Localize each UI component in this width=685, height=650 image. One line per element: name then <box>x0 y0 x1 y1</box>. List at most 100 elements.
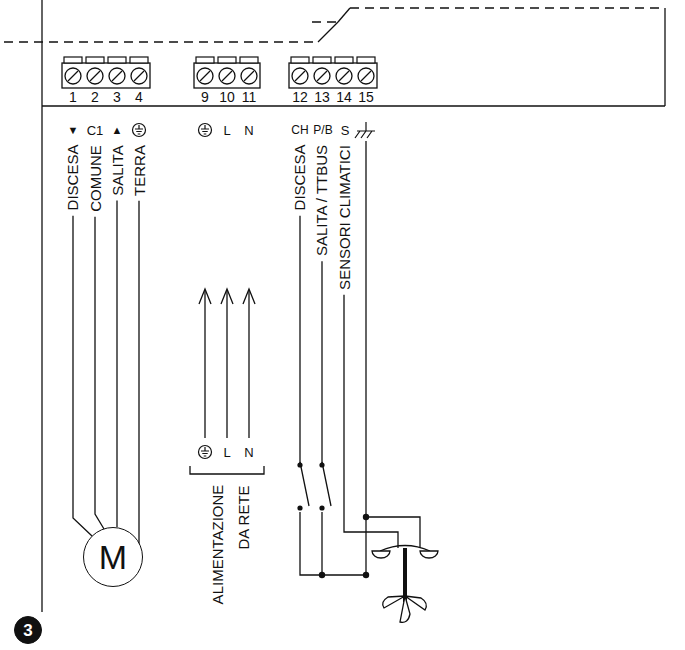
terminal-block <box>194 63 260 88</box>
earth-symbol <box>199 446 212 459</box>
wire-label: TERRA <box>132 145 147 196</box>
terminal-label: 9 <box>201 90 209 104</box>
supply-arrow <box>204 290 205 438</box>
terminal-label: 13 <box>314 90 330 104</box>
terminal-block <box>62 63 150 88</box>
housing-cut <box>312 21 338 22</box>
wire-label: SALITA / TTBUS <box>315 145 330 256</box>
wire-label: COMUNE <box>87 145 102 212</box>
anemometer-pole <box>403 548 407 602</box>
chassis-ground <box>355 122 375 138</box>
terminal-screw <box>65 68 81 84</box>
wire-label: DA RETE <box>236 485 251 549</box>
terminal-tab <box>218 57 236 63</box>
earth-symbols <box>133 122 376 459</box>
screw-slot <box>222 71 232 81</box>
screw-slot <box>112 71 122 81</box>
terminal-tab <box>240 57 258 63</box>
terminal-screw <box>241 68 257 84</box>
terminal-screw <box>358 68 374 84</box>
terminal-label: 1 <box>69 90 77 104</box>
earth-symbol <box>199 124 212 137</box>
terminal-tab <box>108 57 126 63</box>
terminal-screw <box>87 68 103 84</box>
terminal-screw <box>219 68 235 84</box>
terminal-label: P/B <box>313 124 332 136</box>
wire <box>299 216 300 465</box>
wire <box>73 216 92 536</box>
housing-cut <box>4 41 318 42</box>
terminal-label: C1 <box>87 124 104 137</box>
wire-label: SENSORI CLIMATICI <box>337 145 352 290</box>
screw-slot <box>361 71 371 81</box>
screw-slot <box>295 71 305 81</box>
terminal-label: ▼ <box>68 125 79 136</box>
wire <box>116 201 117 527</box>
motor-symbol: M <box>83 527 143 587</box>
terminal-label: 4 <box>135 90 143 104</box>
wire-label: ALIMENTAZIONE <box>211 485 226 605</box>
terminal-tab <box>86 57 104 63</box>
terminal-label: 12 <box>292 90 308 104</box>
figure-badge: 3 <box>14 616 42 644</box>
housing-cut <box>350 7 665 8</box>
wires <box>73 141 398 575</box>
wire-label: DISCESA <box>65 145 80 211</box>
terminal-label: L <box>223 124 230 137</box>
terminal-label: 14 <box>336 90 352 104</box>
supply-arrow <box>248 290 249 438</box>
screw-slot <box>134 71 144 81</box>
anemometer-cup <box>372 551 438 558</box>
terminal-blocks <box>62 57 377 88</box>
terminal-label: N <box>244 124 253 137</box>
screw-slot <box>68 71 78 81</box>
screw-slot <box>244 71 254 81</box>
wire <box>366 517 420 548</box>
terminal-label: N <box>244 446 253 459</box>
terminal-screw <box>131 68 147 84</box>
housing-cut <box>318 22 338 42</box>
screw-slot <box>339 71 349 81</box>
terminal-label: 15 <box>358 90 374 104</box>
screw-slot <box>90 71 100 81</box>
terminal-label: ▲ <box>112 125 123 136</box>
terminal-tab <box>196 57 214 63</box>
wire <box>139 201 143 557</box>
terminal-tab <box>335 57 353 63</box>
terminal-label: S <box>341 124 350 137</box>
terminal-screw <box>197 68 213 84</box>
screw-slot <box>317 71 327 81</box>
housing-edge <box>42 105 665 106</box>
anemometer-vane <box>383 596 427 622</box>
wire-label: SALITA <box>109 145 124 196</box>
wire <box>365 141 366 575</box>
housing-edge <box>41 0 42 612</box>
terminal-label: 2 <box>91 90 99 104</box>
housing-edge <box>664 8 665 106</box>
wire <box>344 295 398 548</box>
terminal-tab <box>313 57 331 63</box>
terminal-label: 11 <box>242 90 257 104</box>
bracket <box>190 466 264 474</box>
earth-symbol <box>133 124 146 137</box>
wire <box>300 512 366 575</box>
wire-label: DISCESA <box>292 145 307 211</box>
terminal-tab <box>291 57 309 63</box>
terminal-label: L <box>223 446 230 459</box>
wire <box>321 512 322 575</box>
wire <box>95 217 104 529</box>
terminal-label: 10 <box>219 90 235 104</box>
terminal-label: CH <box>291 124 308 136</box>
terminal-screw <box>292 68 308 84</box>
arrow-heads <box>199 289 255 304</box>
terminal-label: 3 <box>113 90 121 104</box>
screw-slot <box>200 71 210 81</box>
supply-arrow <box>226 290 227 438</box>
terminal-screw <box>314 68 330 84</box>
node-text: M <box>99 540 127 574</box>
housing-cut <box>338 8 350 22</box>
terminal-screw <box>109 68 125 84</box>
wire <box>321 261 322 465</box>
terminal-tab <box>357 57 375 63</box>
terminal-screw <box>336 68 352 84</box>
